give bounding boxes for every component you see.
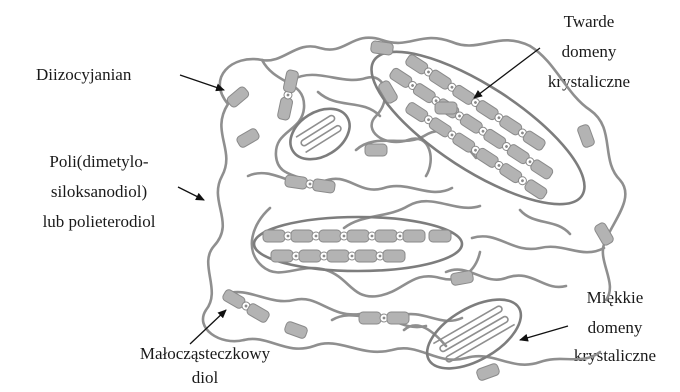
soft-crystalline-domain-lower (416, 285, 532, 382)
arrow-soft-domain (520, 326, 568, 340)
hard-crystalline-domain-middle (254, 217, 462, 271)
hard-crystalline-domain-upper (351, 25, 605, 231)
arrow-hard-domain (474, 48, 540, 98)
arrow-polyol (178, 187, 204, 200)
soft-crystalline-domain-upper (281, 98, 359, 169)
arrow-diisocyanate (180, 75, 224, 90)
